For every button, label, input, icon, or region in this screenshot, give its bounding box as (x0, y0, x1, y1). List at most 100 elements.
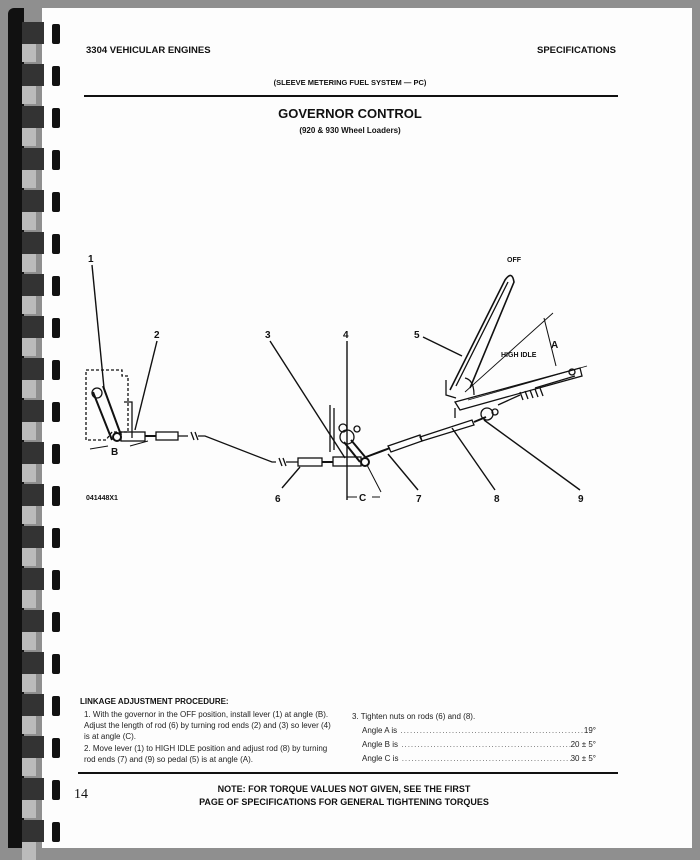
procedure-step-1: 1. With the governor in the OFF position… (84, 710, 331, 741)
spec-angle-a: Angle A is .............................… (362, 726, 596, 735)
lever-4-pin (360, 457, 370, 467)
binding-tooth (22, 400, 60, 440)
callout-4: 4 (343, 330, 349, 341)
angle-b-label: B (111, 447, 118, 458)
rod-8 (419, 419, 475, 442)
governor-housing (85, 369, 129, 441)
spec-angle-c: Angle C is .............................… (362, 754, 596, 763)
binding-tooth (22, 568, 60, 608)
pedal-base (453, 367, 583, 411)
rod-6-sleeve (155, 431, 179, 441)
binding-tooth (22, 484, 60, 524)
binding-tooth (22, 106, 60, 146)
lever-1 (92, 385, 122, 441)
off-label: OFF (507, 257, 522, 264)
document-page (42, 8, 692, 848)
angle-a-arrow (543, 317, 557, 367)
leader-2 (134, 340, 158, 431)
leader-8 (451, 427, 496, 491)
binding-tooth (22, 358, 60, 398)
callout-8: 8 (494, 494, 500, 505)
pedal-hinge (445, 377, 475, 399)
procedure-step-3: 3. Tighten nuts on rods (6) and (8). (352, 712, 476, 721)
note-line-2: PAGE OF SPECIFICATIONS FOR GENERAL TIGHT… (199, 797, 489, 807)
spring (519, 387, 544, 401)
leader-9 (483, 419, 581, 491)
callout-5: 5 (414, 330, 420, 341)
procedure-step-2: 2. Move lever (1) to HIGH IDLE position … (84, 744, 328, 764)
binding-tooth (22, 232, 60, 272)
callout-9: 9 (578, 494, 584, 505)
dot-leader: ........................................… (400, 726, 584, 735)
lever-4-bracket (329, 405, 335, 452)
binding-tooth (22, 526, 60, 566)
callout-2: 2 (154, 330, 160, 341)
spec-value: 19° (583, 726, 596, 735)
callout-1: 1 (88, 254, 94, 265)
leader-3 (269, 340, 346, 459)
spec-label: Angle A is (362, 726, 398, 735)
bolt (491, 408, 499, 416)
high-idle-label: HIGH IDLE (501, 352, 537, 359)
rod-end-7 (387, 434, 423, 453)
lever-1-top (91, 387, 103, 399)
figure-id: 041448X1 (86, 495, 118, 502)
binding-tooth (22, 694, 60, 734)
leader-6 (281, 466, 301, 489)
rod-segment (365, 447, 391, 458)
leader-5 (422, 336, 463, 357)
header-right: SPECIFICATIONS (537, 45, 616, 56)
rod-6-end (297, 457, 323, 467)
lever-1-pivot (112, 432, 122, 442)
leader-7 (387, 453, 419, 491)
rod-end-2 (120, 431, 146, 442)
binding-tooth (22, 442, 60, 482)
spring-rod (497, 394, 521, 406)
dot-leader: ........................................… (401, 754, 571, 763)
spring-rod (534, 375, 576, 389)
header-rule (84, 95, 618, 97)
footer-rule (78, 772, 618, 774)
comb-binding (8, 8, 24, 848)
binding-tooth (22, 190, 60, 230)
pedal-edge (455, 281, 509, 387)
header-left: 3304 VEHICULAR ENGINES (86, 45, 211, 56)
binding-tooth (22, 22, 60, 62)
bolt (568, 368, 576, 376)
binding-tooth (22, 148, 60, 188)
binding-tooth (22, 274, 60, 314)
angle-c-dimension (347, 464, 382, 498)
angle-a-lines (464, 312, 588, 401)
spec-value: 30 ± 5° (570, 754, 596, 763)
spec-angle-b: Angle B is .............................… (362, 740, 596, 749)
rod-6 (178, 431, 298, 467)
callout-3: 3 (265, 330, 271, 341)
leader-1 (91, 264, 105, 389)
dot-leader: ........................................… (401, 740, 570, 749)
spec-label: Angle C is (362, 754, 399, 763)
page-title: GOVERNOR CONTROL (278, 106, 422, 121)
page-number: 14 (74, 787, 88, 802)
binding-tooth (22, 316, 60, 356)
binding-tooth (22, 64, 60, 104)
note-line-1: NOTE: FOR TORQUE VALUES NOT GIVEN, SEE T… (217, 784, 471, 794)
page-subtitle: (920 & 930 Wheel Loaders) (299, 126, 401, 135)
callout-6: 6 (275, 494, 281, 505)
housing-step (124, 401, 133, 438)
torque-note: NOTE: FOR TORQUE VALUES NOT GIVEN, SEE T… (0, 783, 694, 809)
binding-tooth (22, 736, 60, 776)
binding-tooth (22, 652, 60, 692)
spec-label: Angle B is (362, 740, 399, 749)
binding-tooth (22, 778, 60, 818)
rod-segment (473, 416, 487, 423)
pedal-5 (449, 274, 515, 391)
angle-a-label: A (551, 340, 558, 351)
angle-b-dimension (89, 440, 149, 450)
binding-tooth (22, 610, 60, 650)
callout-7: 7 (416, 494, 422, 505)
spec-value: 20 ± 5° (570, 740, 596, 749)
bolt (353, 425, 361, 433)
header-subtitle: (SLEEVE METERING FUEL SYSTEM — PC) (273, 78, 427, 87)
angle-c-label: C (359, 493, 366, 504)
